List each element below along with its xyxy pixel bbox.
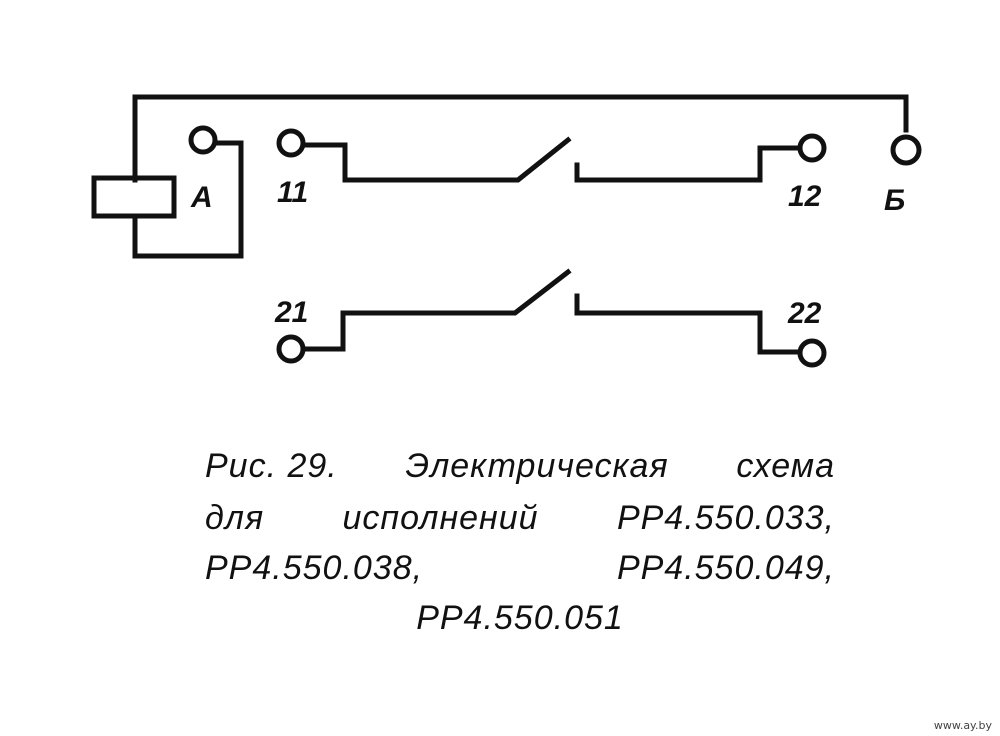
- contact-12-wire: [574, 145, 801, 183]
- label-22: 22: [787, 297, 822, 330]
- terminal-22: [797, 338, 827, 368]
- caption-word: Электрическая: [405, 447, 669, 485]
- caption-code: РР4.550.033,: [616, 499, 835, 537]
- caption-code: РР4.550.049,: [616, 549, 835, 587]
- terminal-12: [797, 133, 827, 163]
- caption-code: РР4.550.038,: [205, 549, 424, 587]
- caption-code: РР4.550.051: [416, 599, 624, 637]
- top-bus-wire: [132, 94, 909, 183]
- caption-line-1: Рис. 29. Электрическая схема: [205, 446, 835, 486]
- terminal-11: [276, 128, 306, 158]
- label-21: 21: [274, 296, 308, 329]
- terminal-b: [890, 134, 922, 166]
- coil-return-wire: [132, 140, 244, 259]
- caption-line-2: для исполнений РР4.550.033,: [205, 498, 835, 538]
- label-b: Б: [884, 184, 905, 217]
- terminal-a: [188, 125, 218, 155]
- contact-11-wire: [301, 136, 572, 183]
- label-11: 11: [277, 176, 308, 209]
- caption-line-4: РР4.550.051: [205, 598, 835, 638]
- caption-word: исполнений: [342, 499, 539, 537]
- terminal-21: [276, 334, 306, 364]
- caption-word: для: [205, 499, 265, 537]
- label-coil: А: [190, 181, 213, 214]
- caption-figure-number: Рис. 29.: [205, 447, 338, 485]
- contact-22-wire: [574, 293, 801, 355]
- label-12: 12: [788, 180, 822, 213]
- watermark: www.ay.by: [933, 719, 992, 732]
- coil-rect: [91, 175, 177, 219]
- caption-word: схема: [736, 447, 835, 485]
- caption-line-3: РР4.550.038, РР4.550.049,: [205, 548, 835, 588]
- contact-21-wire: [301, 268, 572, 352]
